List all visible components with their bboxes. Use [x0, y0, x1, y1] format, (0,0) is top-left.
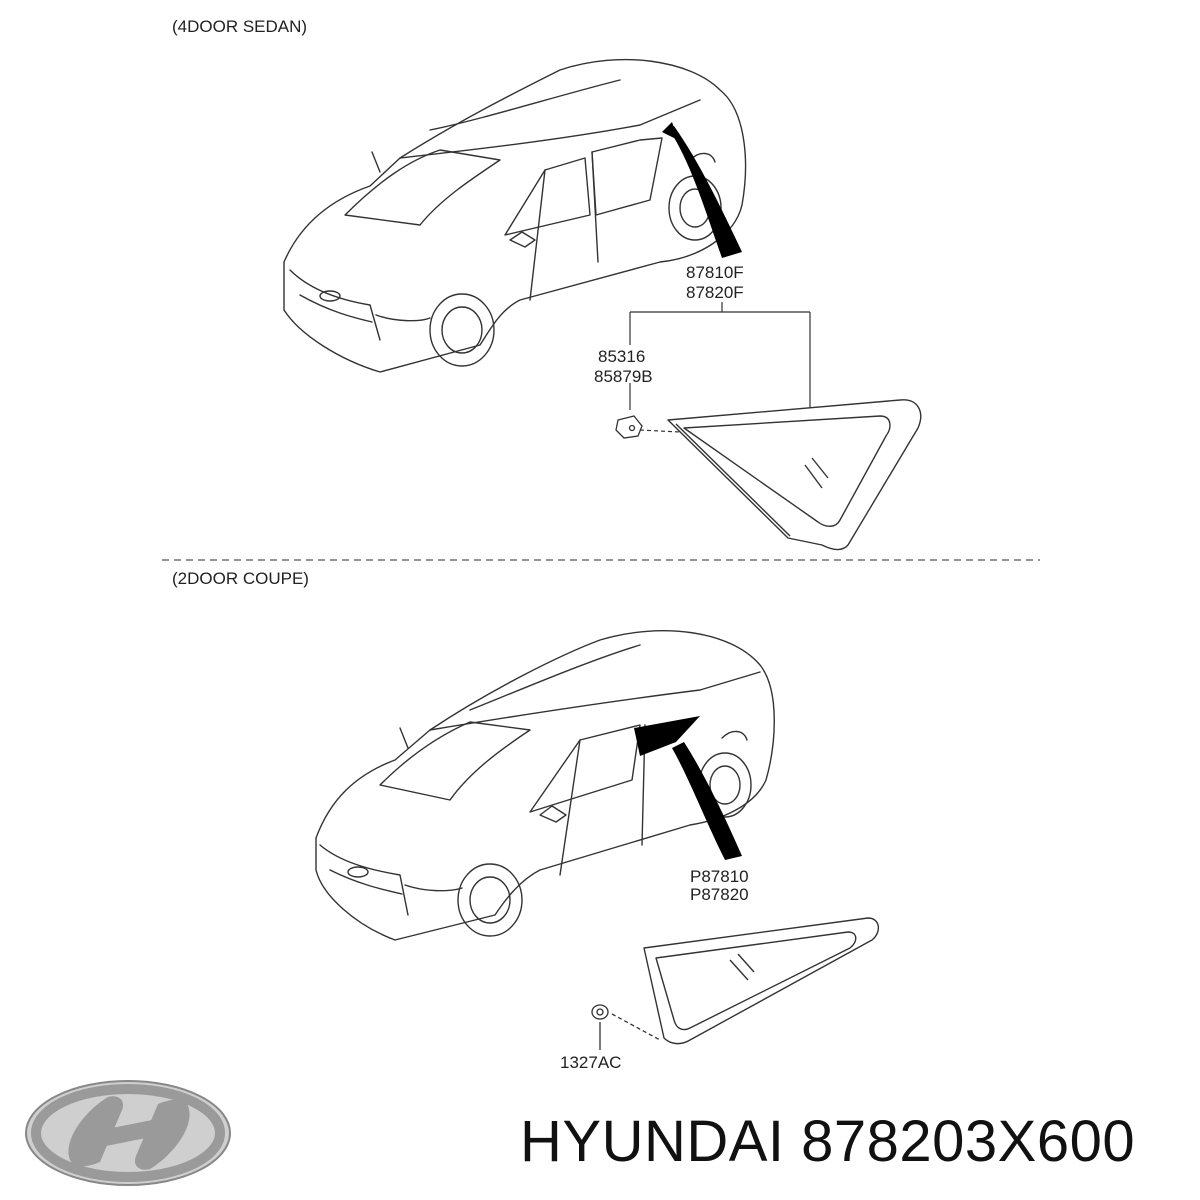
- sedan-leader-arrow: [668, 126, 742, 258]
- sedan-clip-number-2: 85879B: [594, 367, 653, 386]
- sedan-clip-part: [615, 415, 643, 439]
- coupe-clip-number-1: 1327AC: [560, 1053, 621, 1072]
- sedan-quarter-glass-part: [667, 399, 922, 551]
- coupe-clip-part: [591, 1004, 661, 1050]
- sedan-car-drawing: [283, 58, 747, 373]
- sedan-callout-lines: [629, 302, 811, 433]
- coupe-quarter-glass-highlight: [634, 716, 700, 756]
- coupe-leader-arrow: [672, 742, 742, 860]
- coupe-part-number-1: P87810: [690, 867, 749, 886]
- sedan-part-number-1: 87810F: [686, 263, 744, 282]
- coupe-part-number-2: P87820: [690, 885, 749, 904]
- sedan-clip-number-1: 85316: [598, 347, 645, 366]
- hyundai-logo-icon: [25, 1080, 231, 1186]
- brand-caption: HYUNDAI 878203X600: [520, 1109, 1136, 1174]
- sedan-part-number-2: 87820F: [686, 283, 744, 302]
- sedan-section-title: (4DOOR SEDAN): [172, 17, 307, 36]
- coupe-quarter-glass-part: [643, 917, 879, 1045]
- coupe-section-title: (2DOOR COUPE): [172, 569, 309, 588]
